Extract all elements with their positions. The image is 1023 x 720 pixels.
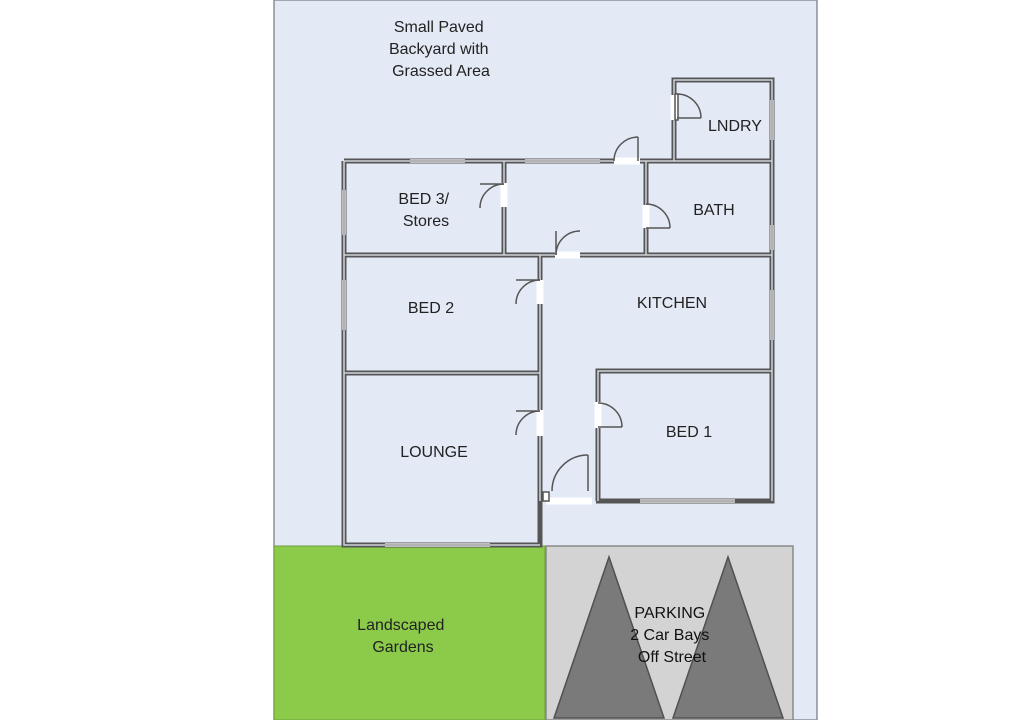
- lounge-label: LOUNGE: [400, 444, 468, 461]
- gardens-label-line-1: Landscaped: [357, 617, 444, 634]
- parking-label: PARKING 2 Car Bays Off Street: [630, 605, 714, 666]
- doors: [479, 93, 702, 505]
- bed2-label: BED 2: [408, 300, 454, 317]
- backyard-label-line-2: Backyard with: [389, 41, 489, 58]
- bath-label: BATH: [693, 202, 734, 219]
- parking-label-line-3: Off Street: [638, 649, 707, 666]
- bed3-label-line-2: Stores: [403, 213, 449, 230]
- gardens-label-line-2: Gardens: [372, 639, 433, 656]
- car-bay-marker-1: [552, 554, 666, 719]
- backyard-label-line-1: Small Paved: [394, 19, 484, 36]
- parking-label-line-2: 2 Car Bays: [630, 627, 709, 644]
- kitchen-label: KITCHEN: [637, 295, 707, 312]
- bed1-label: BED 1: [666, 424, 712, 441]
- windows: [342, 100, 774, 547]
- backyard-label: Small Paved Backyard with Grassed Area: [389, 19, 493, 80]
- car-bay-marker-2: [671, 554, 785, 719]
- bed3-label-line-1: BED 3/: [398, 191, 449, 208]
- bed3-label: BED 3/ Stores: [398, 191, 453, 230]
- landscaped-gardens-area: [273, 545, 546, 720]
- gardens-label: Landscaped Gardens: [357, 617, 449, 656]
- backyard-label-line-3: Grassed Area: [392, 63, 490, 80]
- parking-label-line-1: PARKING: [634, 605, 705, 622]
- laundry-label: LNDRY: [708, 118, 762, 135]
